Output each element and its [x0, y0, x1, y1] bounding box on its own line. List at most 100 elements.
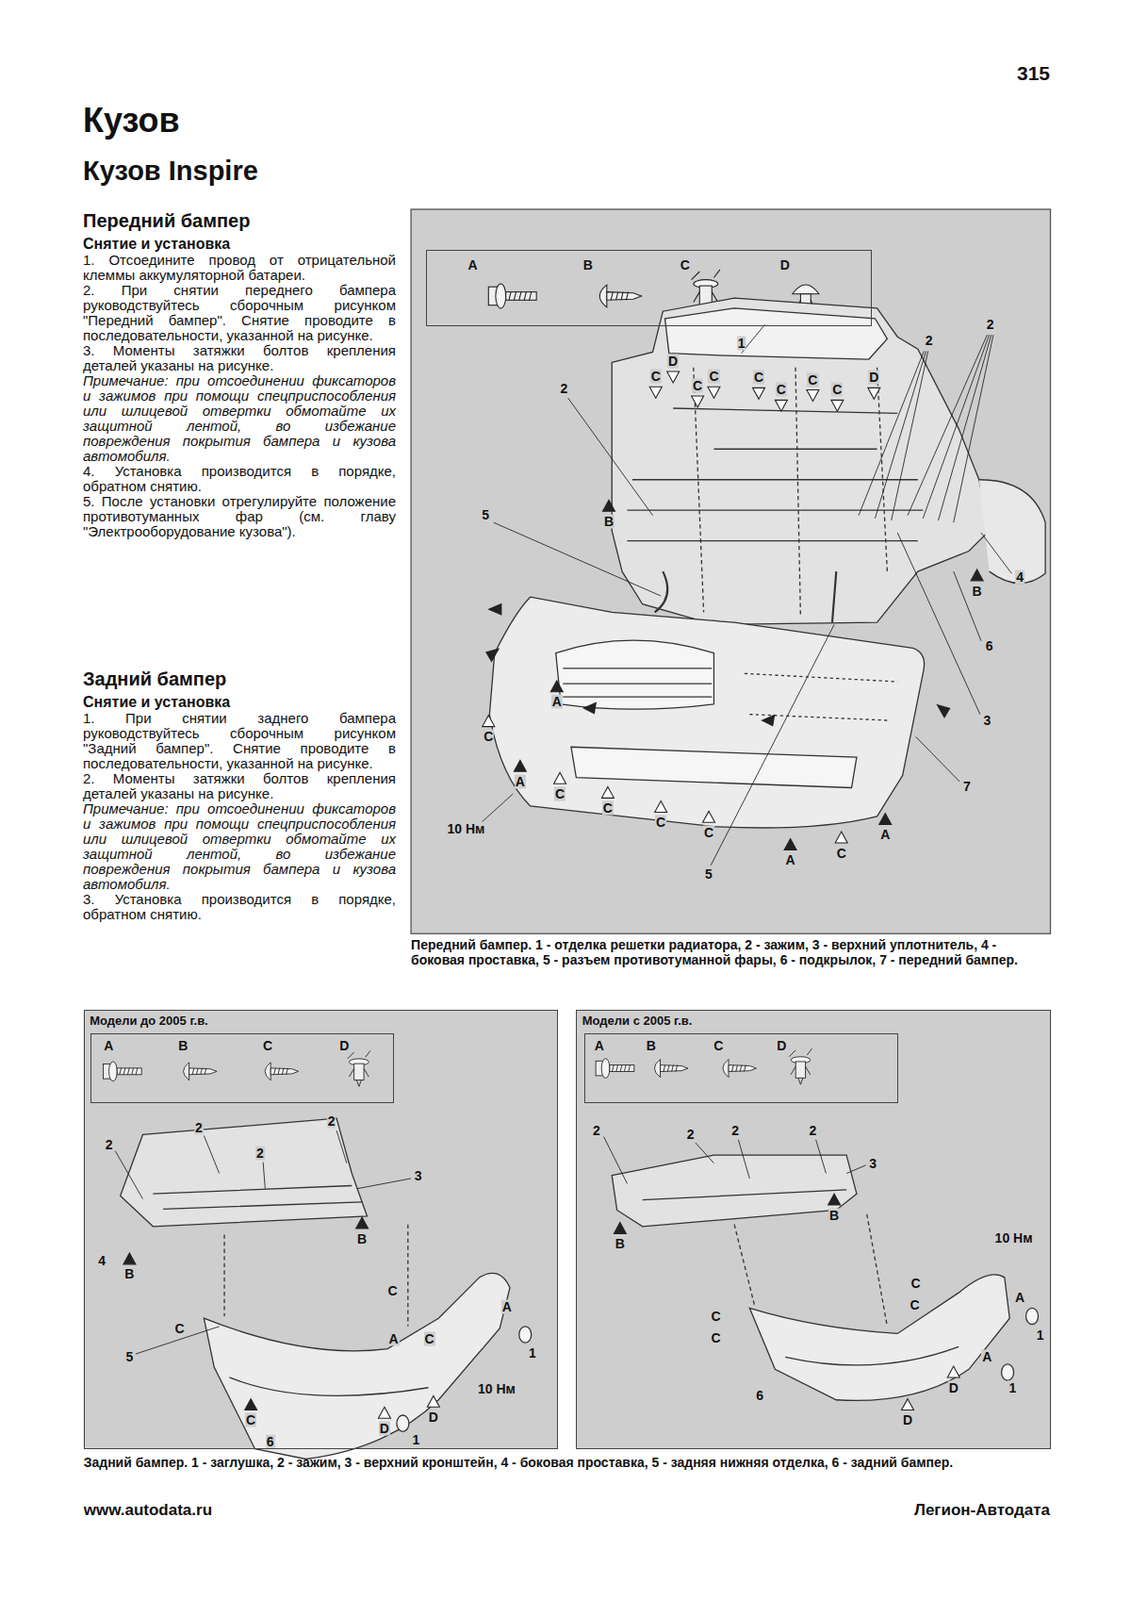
figure-caption: Задний бампер. 1 - заглушка, 2 - зажим, … — [83, 1454, 1051, 1470]
callout-label: B — [123, 1266, 135, 1281]
fastener-key-box: ABCD — [584, 1032, 899, 1103]
callout-label: 3 — [413, 1167, 424, 1182]
callout-label: B — [356, 1230, 368, 1246]
callout-label: 4 — [1015, 570, 1025, 585]
callout-label: C — [650, 369, 662, 384]
callout-label: D — [901, 1412, 914, 1427]
instruction-step: 4. Установка производится в порядке, обр… — [82, 463, 396, 494]
callout-label: 1 — [737, 335, 747, 350]
callout-label: 10 Нм — [476, 1380, 517, 1395]
reference-triangle — [377, 1406, 391, 1418]
instruction-step: 5. После установки отрегулируйте положен… — [82, 493, 396, 540]
reference-triangle — [602, 499, 615, 511]
reference-triangle — [753, 387, 766, 399]
callout-label: C — [831, 382, 843, 397]
section-heading: Задний бампер — [82, 667, 396, 690]
callout-label: C — [691, 378, 704, 394]
callout-label: D — [378, 1420, 391, 1435]
reference-triangle — [554, 771, 567, 784]
fastener-key-box: ABCD — [426, 249, 872, 327]
section-heading: Передний бампер — [82, 209, 396, 232]
reference-triangle — [691, 395, 705, 408]
callout-label: 2 — [558, 381, 569, 396]
callout-label: B — [971, 583, 984, 598]
callout-label: A — [551, 694, 563, 709]
callout-label: A — [981, 1349, 993, 1364]
callout-label: D — [667, 354, 679, 369]
reference-triangle — [879, 813, 892, 825]
fastener-letter: C — [713, 1037, 723, 1053]
reference-triangle — [868, 387, 881, 399]
instruction-step: 1. При снятии заднего бампера руководств… — [82, 710, 396, 771]
figure-panel: Модели с 2005 г.в.ABCD — [575, 1009, 1050, 1448]
instruction-step: 3. Установка производится в порядке, обр… — [82, 891, 396, 922]
reference-triangle — [703, 810, 716, 822]
callout-label: 1 — [1008, 1379, 1018, 1394]
panel-heading: Модели с 2005 г.в. — [582, 1013, 693, 1028]
reference-triangle — [835, 831, 848, 843]
fastener-letter: A — [103, 1037, 114, 1053]
text-column: Передний бамперСнятие и установка1. Отсо… — [82, 209, 396, 540]
callout-label: 2 — [194, 1119, 204, 1134]
callout-label: 7 — [962, 779, 972, 794]
callout-label: 2 — [327, 1114, 337, 1129]
callout-label: C — [707, 369, 720, 384]
reference-triangle — [356, 1216, 369, 1229]
callout-label: C — [835, 845, 848, 860]
callout-label: C — [173, 1320, 185, 1335]
callout-label: C — [710, 1329, 722, 1345]
fastener-letter: A — [594, 1037, 605, 1053]
callout-label: B — [603, 513, 615, 528]
figure-panel: Модели до 2005 г.в.ABCD — [83, 1009, 558, 1448]
callout-label: 1 — [527, 1344, 538, 1360]
fastener-letter: B — [178, 1037, 188, 1053]
callout-label: C — [423, 1330, 435, 1345]
reference-triangle — [649, 386, 662, 398]
subsection-heading: Снятие и установка — [82, 234, 396, 253]
callout-label: 5 — [480, 508, 491, 523]
page-title: Кузов — [82, 101, 181, 140]
subsection-heading: Снятие и установка — [82, 692, 396, 711]
reference-triangle — [550, 680, 563, 692]
reference-triangle — [828, 1193, 841, 1205]
footer-url: www.autodata.ru — [83, 1500, 213, 1520]
instruction-step: 2. Моменты затяжки болтов крепления дета… — [82, 770, 396, 802]
callout-label: C — [710, 1308, 722, 1323]
callout-label: 6 — [984, 638, 995, 653]
callout-label: A — [514, 773, 526, 788]
callout-label: C — [753, 370, 765, 385]
callout-label: D — [427, 1409, 440, 1424]
reference-triangle — [667, 371, 680, 383]
callout-label: B — [828, 1207, 840, 1222]
callout-label: C — [909, 1296, 921, 1312]
callout-label: C — [482, 729, 494, 744]
text-column: Задний бамперСнятие и установка1. При сн… — [82, 667, 396, 922]
callout-label: C — [806, 372, 819, 387]
fastener-letter: D — [339, 1037, 349, 1053]
reference-triangle — [601, 786, 614, 798]
instruction-step: 1. Отсоедините провод от отрицательной к… — [82, 252, 396, 283]
figure-caption: Передний бампер. 1 - отделка решетки рад… — [410, 936, 1050, 968]
section-title: Кузов Inspire — [82, 154, 259, 187]
callout-label: A — [501, 1299, 513, 1314]
callout-label: D — [948, 1379, 960, 1394]
callout-label: C — [245, 1412, 257, 1427]
fastener-letter: C — [262, 1037, 273, 1053]
callout-label: C — [703, 824, 715, 839]
reference-triangle — [655, 801, 668, 813]
callout-label: 1 — [1035, 1327, 1046, 1343]
fastener-letter: B — [583, 257, 593, 273]
reference-triangle — [947, 1365, 960, 1377]
fastener-key-box: A B C D — [90, 1032, 394, 1103]
reference-triangle — [482, 715, 495, 727]
fastener-letter: C — [680, 257, 690, 273]
callout-label: 2 — [985, 317, 996, 332]
callout-label: B — [614, 1236, 626, 1251]
callout-label: 5 — [704, 867, 714, 882]
reference-triangle — [806, 390, 820, 402]
callout-label: C — [387, 1282, 399, 1297]
callout-label: 3 — [868, 1155, 878, 1170]
note-paragraph: Примечание: при отсоединении фиксаторов … — [82, 373, 396, 464]
reference-triangle — [831, 399, 844, 411]
